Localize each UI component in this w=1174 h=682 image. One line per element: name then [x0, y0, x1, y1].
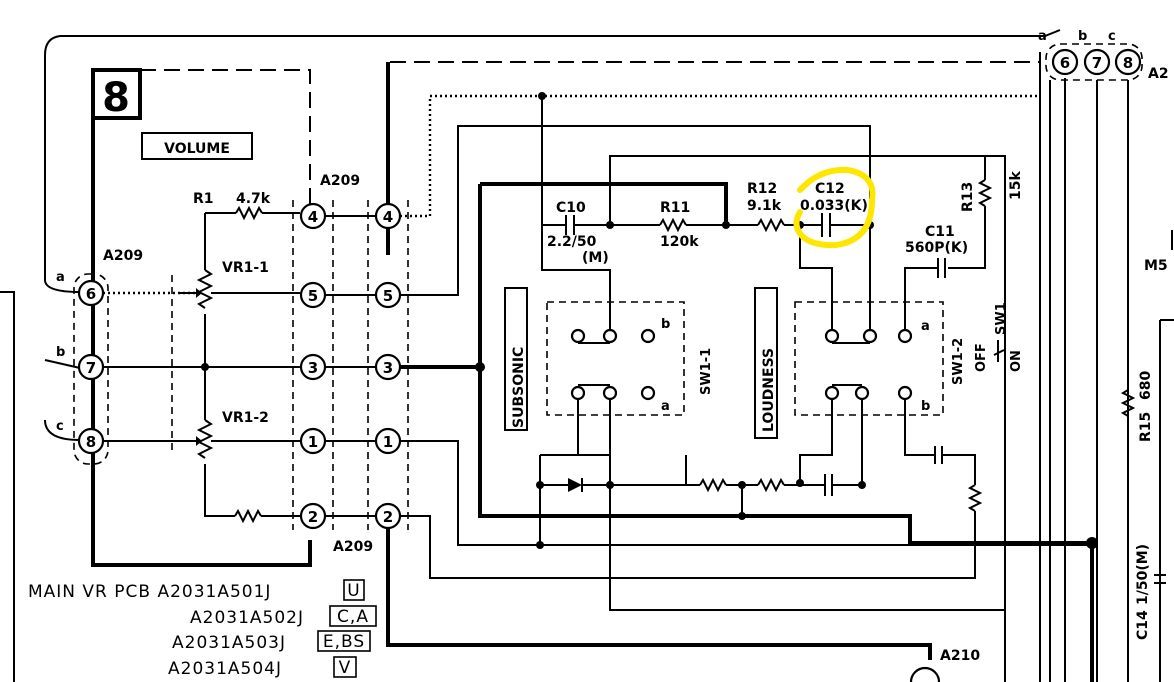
svg-text:4: 4: [308, 208, 318, 226]
svg-text:5: 5: [308, 287, 318, 305]
a209-top-label: A209: [320, 173, 360, 189]
a209-bottom-label: A209: [333, 539, 373, 555]
pcb-code-4: V: [339, 658, 352, 678]
svg-text:2: 2: [383, 508, 393, 526]
svg-text:2: 2: [308, 508, 318, 526]
vr1-1-label: VR1-1: [222, 260, 269, 276]
svg-text:6: 6: [1060, 54, 1070, 72]
sw1-1-label: SW1-1: [699, 348, 714, 395]
left-connector: 6 7 8 a b c A209: [56, 248, 143, 465]
svg-text:1: 1: [308, 433, 318, 451]
vr1-2-label: VR1-2: [222, 410, 269, 426]
c14-value: 1/50(M): [1135, 544, 1151, 605]
svg-text:b: b: [661, 317, 670, 332]
a209-block-1: 4 5 3 1 2 A209: [292, 173, 360, 530]
pcb-line-1: MAIN VR PCB A2031A501J: [28, 582, 271, 602]
svg-text:7: 7: [86, 359, 96, 377]
c12-value: 0.033(K): [800, 198, 868, 214]
a2-label: A2: [1148, 66, 1169, 82]
r1-name: R1: [193, 191, 214, 207]
svg-text:a: a: [661, 399, 670, 414]
sw1-1-switch: SUBSONIC b a SW1-1: [504, 287, 714, 455]
pcb-code-3: E,BS: [323, 632, 365, 652]
block2-wires: [386, 94, 1092, 660]
r11-value: 120k: [660, 234, 699, 250]
vr1-pots: VR1-1 VR1-2: [171, 213, 300, 524]
svg-text:3: 3: [383, 359, 393, 377]
pcb-code-2: C,A: [337, 607, 369, 627]
pcb-line-4: A2031A504J: [168, 659, 282, 679]
r13-c11: R13 15k C11 560P(K): [904, 156, 1024, 330]
a210-label: A210: [940, 648, 980, 664]
svg-text:4: 4: [383, 208, 393, 226]
c11-name: C11: [925, 224, 955, 240]
r12-name: R12: [747, 181, 777, 197]
c10-value: 2.2/50: [547, 234, 597, 250]
c10-note: (M): [582, 250, 609, 266]
right-side: R15 680 C14 1/50(M) M5: [1120, 230, 1173, 640]
c12-highlight: [793, 166, 876, 249]
c14-name: C14: [1135, 610, 1151, 640]
svg-text:c: c: [56, 419, 64, 434]
m5-label: M5: [1144, 258, 1168, 274]
sw1-2-switch: LOUDNESS a b SW1-2 OFF ON SW1: [754, 287, 1024, 520]
tone-chain: C10 2.2/50 (M) R11 120k R12 9.1k C12 0.0…: [538, 92, 1006, 682]
svg-text:c: c: [1108, 29, 1116, 44]
sw1-label: SW1: [994, 302, 1009, 335]
r1-resistor: R1 4.7k: [193, 191, 300, 221]
r13-value: 15k: [1008, 171, 1024, 200]
svg-text:7: 7: [1092, 54, 1102, 72]
svg-text:5: 5: [383, 287, 393, 305]
svg-text:b: b: [1078, 29, 1087, 44]
pcb-line-3: A2031A503J: [172, 633, 286, 653]
section-box: 8: [91, 68, 312, 567]
a210-connector: A210: [909, 648, 980, 682]
svg-text:8: 8: [86, 433, 96, 451]
r13-name: R13: [960, 182, 976, 212]
volume-label: VOLUME: [164, 141, 230, 157]
section-number: 8: [102, 75, 130, 121]
c12-name: C12: [815, 181, 845, 197]
svg-text:b: b: [921, 399, 930, 414]
sw1-off-label: OFF: [974, 343, 989, 372]
pcb-code-1: U: [347, 581, 360, 601]
thick-bus: [478, 182, 1098, 682]
subsonic-label: SUBSONIC: [511, 347, 527, 428]
lower-network: [536, 454, 1005, 611]
a209-left-label: A209: [103, 248, 143, 264]
top-right-connector: 6 7 8 a b c A2: [1038, 29, 1169, 82]
svg-text:a: a: [1038, 29, 1047, 44]
sw1-2-label: SW1-2: [951, 338, 966, 385]
r15-value: 680: [1138, 371, 1154, 400]
pcb-list: MAIN VR PCB A2031A501J U A2031A502J C,A …: [28, 579, 377, 679]
svg-text:a: a: [921, 319, 930, 334]
c11-value: 560P(K): [905, 240, 968, 256]
r12-value: 9.1k: [747, 198, 782, 214]
r1-value: 4.7k: [236, 191, 271, 207]
svg-text:b: b: [56, 345, 65, 360]
sw1-on-label: ON: [1009, 350, 1024, 372]
r11-name: R11: [660, 200, 690, 216]
svg-text:8: 8: [1123, 54, 1133, 72]
r15-name: R15: [1138, 412, 1154, 442]
volume-label-box: VOLUME: [141, 132, 253, 160]
svg-text:6: 6: [86, 285, 96, 303]
outer-wiring: [0, 29, 1174, 682]
svg-text:3: 3: [308, 359, 318, 377]
loudness-label: LOUDNESS: [761, 348, 777, 432]
svg-text:a: a: [56, 270, 65, 285]
svg-text:1: 1: [383, 433, 393, 451]
c10-name: C10: [556, 200, 586, 216]
pcb-line-2: A2031A502J: [190, 608, 304, 628]
a209-block-2: 4 5 3 1 2 A209: [325, 200, 409, 555]
